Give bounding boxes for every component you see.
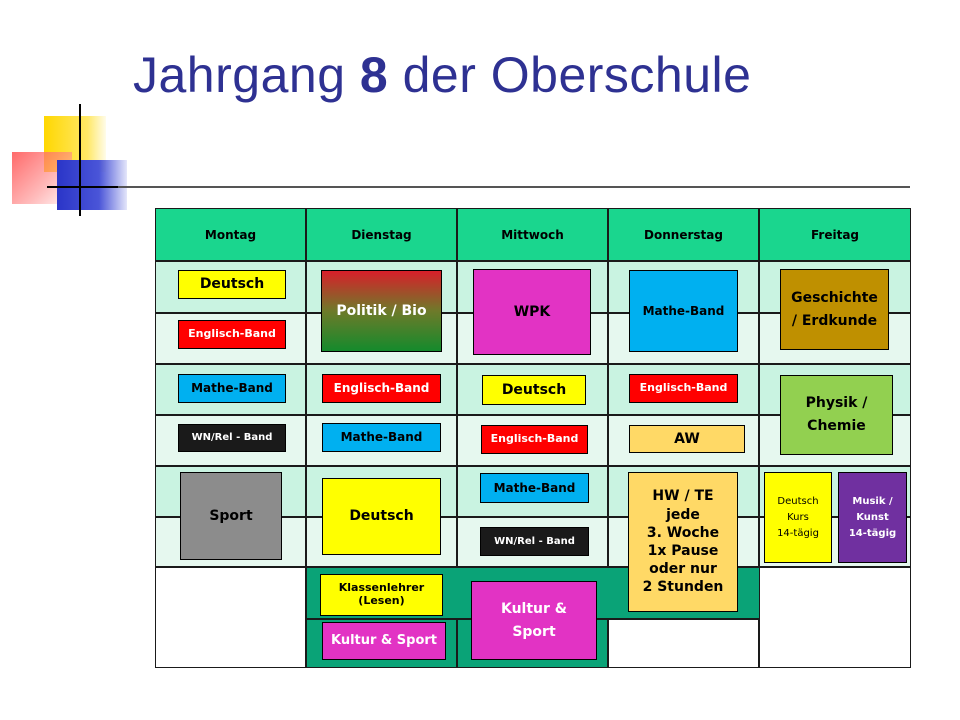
corner-ornament: [0, 0, 140, 220]
grid-cell-empty: [759, 567, 911, 668]
page-title: Jahrgang 8 der Oberschule: [133, 47, 752, 103]
lesson-do-hw-te: HW / TE jede 3. Woche 1x Pause oder nur …: [628, 472, 738, 612]
lesson-di-deutsch: Deutsch: [322, 478, 441, 555]
lesson-di-mathe-band: Mathe-Band: [322, 423, 441, 452]
lesson-do-englisch-band: Englisch-Band: [629, 374, 738, 403]
lesson-mi-kultur-sport: Kultur & Sport: [471, 581, 597, 660]
lesson-mi-wpk: WPK: [473, 269, 591, 355]
lesson-fr-musik-kunst: Musik / Kunst 14-tägig: [838, 472, 907, 563]
lesson-di-klassenlehrer: Klassenlehrer (Lesen): [320, 574, 443, 616]
day-header-freitag: Freitag: [759, 208, 911, 261]
lesson-mi-wn-rel-band: WN/Rel - Band: [480, 527, 589, 556]
ornament-blue-square: [57, 160, 127, 210]
day-header-montag: Montag: [155, 208, 306, 261]
lesson-mi-mathe-band: Mathe-Band: [480, 473, 589, 503]
ornament-horizontal-line: [47, 186, 137, 188]
lesson-mo-deutsch: Deutsch: [178, 270, 286, 299]
lesson-do-mathe-band: Mathe-Band: [629, 270, 738, 352]
lesson-mo-englisch-band: Englisch-Band: [178, 320, 286, 349]
ornament-vertical-line: [79, 104, 81, 216]
lesson-mo-sport: Sport: [180, 472, 282, 560]
lesson-mo-mathe-band: Mathe-Band: [178, 374, 286, 403]
day-header-dienstag: Dienstag: [306, 208, 457, 261]
lesson-fr-physik-chemie: Physik / Chemie: [780, 375, 893, 455]
grid-cell-empty: [155, 567, 306, 668]
lesson-mo-wn-rel-band: WN/Rel - Band: [178, 424, 286, 452]
lesson-mi-englisch-band: Englisch-Band: [481, 425, 588, 454]
lesson-fr-deutsch-kurs: Deutsch Kurs 14-tägig: [764, 472, 832, 563]
lesson-do-aw: AW: [629, 425, 745, 453]
lesson-di-politik-bio: Politik / Bio: [321, 270, 442, 352]
title-underline: [118, 186, 910, 188]
day-header-donnerstag: Donnerstag: [608, 208, 759, 261]
day-header-mittwoch: Mittwoch: [457, 208, 608, 261]
lesson-fr-geschichte-erdkunde: Geschichte / Erdkunde: [780, 269, 889, 350]
grid-cell-empty: [608, 619, 759, 668]
lesson-mi-deutsch: Deutsch: [482, 375, 586, 405]
lesson-di-englisch-band: Englisch-Band: [322, 374, 441, 403]
lesson-di-kultur-sport: Kultur & Sport: [322, 622, 446, 660]
